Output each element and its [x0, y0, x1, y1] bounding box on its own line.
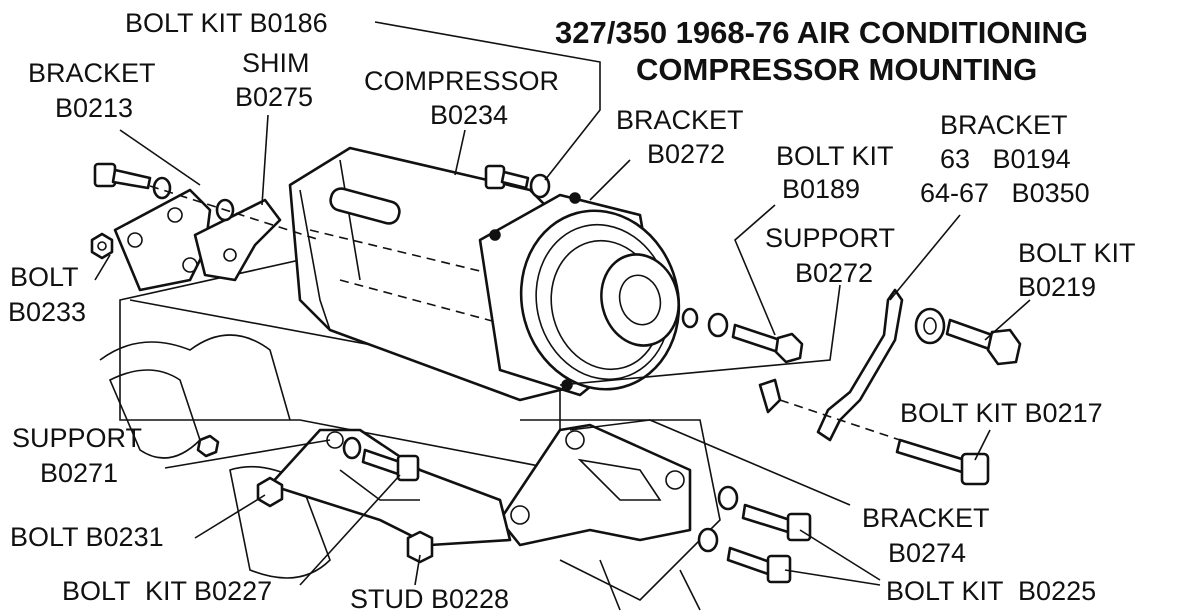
- label-bolt-kit-b0189-code: B0189: [782, 174, 860, 204]
- label-compressor-name: COMPRESSOR: [364, 66, 559, 96]
- bolt-b0233: [90, 232, 114, 260]
- label-bracket-b0194-line3: 64-67 B0350: [920, 178, 1090, 208]
- label-compressor-code: B0234: [430, 100, 508, 130]
- leader-lines: [94, 21, 1031, 586]
- label-shim-name: SHIM: [242, 48, 310, 78]
- label-bolt-kit-b0217: BOLT KIT B0217: [900, 398, 1103, 428]
- bolt-kit-b0227-hardware: [342, 436, 420, 482]
- label-support-b0272-name: SUPPORT: [765, 223, 895, 253]
- label-shim-code: B0275: [235, 82, 313, 112]
- label-support-b0272-code: B0272: [795, 258, 873, 288]
- bracket-b0274: [498, 423, 692, 547]
- label-bracket-b0272-code: B0272: [647, 139, 725, 169]
- label-bolt-kit-b0189-name: BOLT KIT: [776, 141, 894, 171]
- label-bolt-b0231: BOLT B0231: [10, 522, 164, 552]
- label-bolt-kit-b0219-name: BOLT KIT: [1018, 238, 1136, 268]
- bolt-kit-b0217-hardware: [895, 438, 990, 486]
- label-support-b0271-code: B0271: [40, 458, 118, 488]
- label-bracket-b0213-name: BRACKET: [28, 58, 156, 88]
- rear-bolt-and-washers: [93, 162, 321, 241]
- label-bracket-b0274-name: BRACKET: [862, 503, 990, 533]
- label-bolt-kit-b0227: BOLT KIT B0227: [62, 576, 272, 606]
- diagram-title-line1: 327/350 1968-76 AIR CONDITIONING: [555, 15, 1088, 50]
- label-bracket-b0274-code: B0274: [888, 538, 966, 568]
- small-nut: [196, 434, 220, 458]
- diagram-title-line2: COMPRESSOR MOUNTING: [636, 52, 1037, 87]
- label-bolt-kit-b0186: BOLT KIT B0186: [125, 8, 328, 38]
- label-stud-b0228: STUD B0228: [350, 584, 509, 614]
- compressor-b0234: [288, 146, 681, 402]
- support-b0272: [758, 288, 904, 442]
- label-bracket-b0194-name: BRACKET: [940, 110, 1068, 140]
- label-bolt-b0233-code: B0233: [8, 297, 86, 327]
- label-bracket-b0213-code: B0213: [55, 93, 133, 123]
- stud-b0228-hardware: [406, 530, 434, 564]
- label-bolt-kit-b0225: BOLT KIT B0225: [886, 576, 1096, 606]
- bracket-b0194-hardware: [914, 307, 1022, 366]
- label-bolt-kit-b0219-code: B0219: [1018, 272, 1096, 302]
- label-bracket-b0194-line2: 63 B0194: [940, 144, 1071, 174]
- bolt-b0231-hardware: [256, 476, 284, 508]
- label-support-b0271-name: SUPPORT: [12, 423, 142, 453]
- label-bolt-b0233-name: BOLT: [10, 262, 79, 292]
- bolt-kit-b0186-hardware: [484, 164, 551, 199]
- label-bracket-b0272-name: BRACKET: [616, 105, 744, 135]
- support-b0271: [268, 428, 512, 547]
- bolt-kit-b0189-hardware: [681, 307, 804, 364]
